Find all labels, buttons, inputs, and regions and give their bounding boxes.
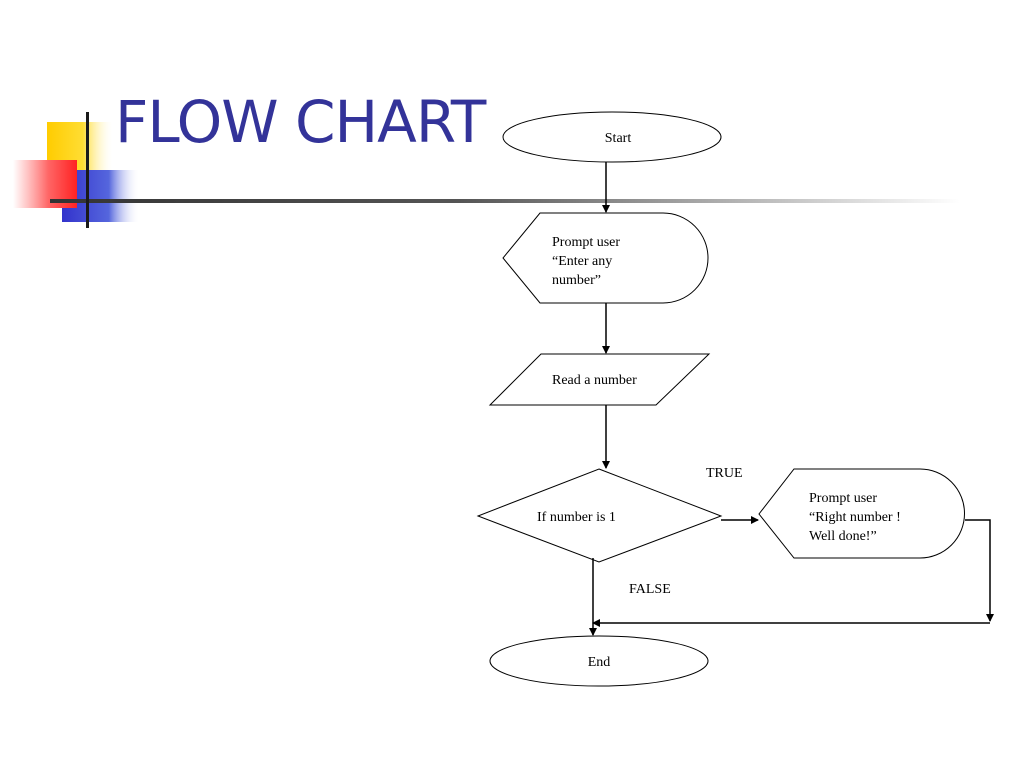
start-terminal (502, 111, 722, 163)
decision-label: If number is 1 (537, 510, 616, 525)
success-line-3: Well done!” (809, 529, 877, 544)
true-label: TRUE (706, 466, 743, 481)
prompt-line-3: number” (552, 273, 601, 288)
title-decoration (13, 112, 960, 228)
prompt-line-2: “Enter any (552, 254, 612, 269)
read-label: Read a number (552, 373, 637, 388)
start-label: Start (605, 131, 632, 146)
read-input-shape (488, 353, 711, 406)
arrow-success-down (965, 519, 994, 622)
success-text: Prompt user “Right number ! Well done!” (809, 491, 904, 544)
prompt-text: Prompt user “Enter any number” (552, 235, 624, 288)
decoration-horizontal-rule (50, 199, 960, 203)
prompt-display-shape (502, 212, 709, 304)
false-label: FALSE (629, 582, 671, 597)
prompt-line-1: Prompt user (552, 235, 620, 250)
success-line-1: Prompt user (809, 491, 877, 506)
success-line-2: “Right number ! (809, 510, 901, 525)
success-display-shape (758, 468, 965, 559)
end-label: End (588, 655, 611, 670)
slide-title: FLOW CHART (115, 88, 486, 156)
decoration-vertical-rule (86, 112, 89, 228)
end-terminal (489, 635, 709, 687)
decision-shape (476, 468, 723, 563)
